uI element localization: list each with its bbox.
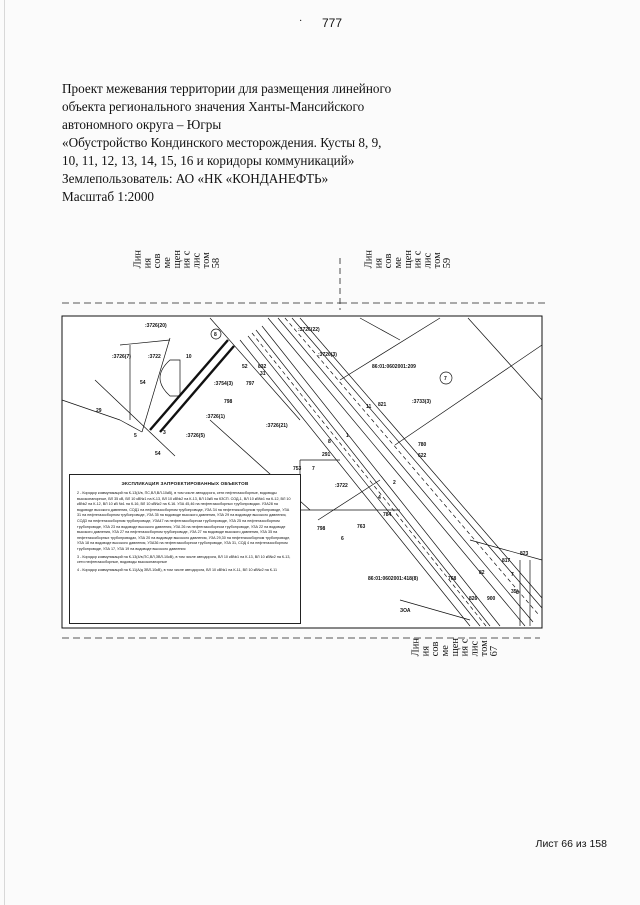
parcel-label: :3726(3)	[318, 352, 337, 358]
point-label: 6	[341, 536, 344, 542]
title-line: 10, 11, 12, 13, 14, 15, 16 и коридоры ко…	[62, 153, 355, 168]
point-label: 821	[378, 402, 387, 408]
page-number: 777	[322, 16, 343, 30]
parcel-label: :3722	[335, 483, 348, 489]
parcel-label: 86:01:0602001:418(8)	[368, 576, 418, 582]
point-label: 622	[418, 453, 427, 459]
point-label: 784	[383, 512, 392, 518]
point-label: 2	[393, 480, 396, 486]
point-label: 768	[448, 576, 457, 582]
parcel-label: :3726(22)	[298, 327, 320, 333]
corridor-line	[255, 329, 491, 627]
corridor-line	[239, 339, 471, 627]
boundary-line	[467, 317, 543, 401]
point-label: 7	[312, 466, 315, 472]
parcel-label: :3726(21)	[266, 423, 288, 429]
circle-label: 8	[214, 332, 217, 338]
branch-line	[141, 337, 171, 433]
corridor-line	[209, 317, 301, 421]
parcel-label: :3726(1)	[206, 414, 225, 420]
point-label: 753	[293, 466, 302, 472]
point-label: 54	[155, 451, 161, 457]
point-label: 826	[469, 596, 478, 602]
map-marker-label: ЗОА	[400, 608, 411, 614]
point-label: 29	[96, 408, 102, 414]
curved-parcel	[159, 359, 181, 397]
parcel-label: :3722	[148, 354, 161, 360]
parcel-label: :3733(3)	[412, 399, 431, 405]
point-label: 832	[258, 364, 267, 370]
point-label: 5	[134, 433, 137, 439]
title-line: Масштаб 1:2000	[62, 189, 155, 204]
title-line: автономного округа – Югры	[62, 117, 222, 132]
point-label: 780	[418, 442, 427, 448]
legend-box: ЭКСПЛИКАЦИЯ ЗАПРОЕКТИРОВАННЫХ ОБЪЕКТОВ 2…	[69, 474, 301, 624]
boundary-line	[94, 379, 176, 457]
title-block: Проект межевания территории для размещен…	[62, 80, 392, 206]
boundary-line	[317, 479, 381, 521]
point-label: 8	[516, 590, 519, 596]
point-label: 797	[246, 381, 255, 387]
corridor-line	[299, 317, 543, 599]
boundary-line	[61, 399, 121, 421]
parcel-label: :3726(7)	[112, 354, 131, 360]
legend-item: 2 - Коридор коммуникаций на К-13(4/в, ПС…	[77, 491, 291, 551]
title-line: Землепользователь: АО «НК «КОНДАНЕФТЬ»	[62, 171, 329, 186]
point-label: 54	[140, 380, 146, 386]
corridor-line	[261, 325, 501, 627]
sheet-footer: Лист 66 из 158	[535, 838, 607, 850]
point-label: 1	[346, 433, 349, 439]
point-label: 3	[163, 430, 166, 436]
point-label: 798	[317, 526, 326, 532]
boundary-line	[399, 599, 471, 621]
title-line: Проект межевания территории для размещен…	[62, 81, 392, 96]
page-edge	[4, 0, 5, 905]
corridor-line	[291, 317, 543, 609]
point-label: 7	[511, 572, 514, 578]
point-label: 817	[502, 558, 511, 564]
point-label: 52	[242, 364, 248, 370]
circle-marker	[439, 371, 453, 385]
boundary-line	[469, 539, 543, 561]
branch-line	[119, 339, 171, 346]
point-label: 900	[487, 596, 496, 602]
point-label: 291	[322, 452, 331, 458]
point-label: 4	[378, 495, 381, 501]
circle-marker	[210, 328, 222, 340]
point-label: 11	[366, 404, 372, 410]
point-label: 31	[260, 371, 266, 377]
branch-corridor	[149, 339, 229, 431]
title-line: объекта регионального значения Ханты-Ман…	[62, 99, 365, 114]
corridor-line	[267, 317, 526, 627]
boundary-line	[359, 317, 401, 341]
dashed-line	[284, 317, 539, 615]
point-label: 8	[328, 439, 331, 445]
title-line: «Обустройство Кондинского месторождения.…	[62, 135, 382, 150]
boundary-line	[339, 317, 441, 381]
point-label: 763	[357, 524, 366, 530]
circle-label: 7	[444, 376, 447, 382]
legend-item: 3 - Коридор коммуникаций на К-13(4/в,ПС,…	[77, 554, 291, 565]
page-dot: ·	[299, 16, 303, 27]
point-label: 798	[224, 399, 233, 405]
legend-title: ЭКСПЛИКАЦИЯ ЗАПРОЕКТИРОВАННЫХ ОБЪЕКТОВ	[121, 481, 249, 486]
boundary-line	[394, 344, 543, 446]
point-label: 35	[511, 589, 517, 595]
branch-line	[119, 419, 143, 433]
parcel-label: 86:01:0602001:209	[372, 364, 416, 370]
point-label: 10	[186, 354, 192, 360]
point-label: 82	[479, 570, 485, 576]
legend-item: 4 - Коридор коммуникаций на К-11(А/д ЗВЛ…	[77, 567, 277, 572]
point-label: 823	[520, 551, 529, 557]
corridor-line	[277, 317, 534, 623]
parcel-label: :3726(5)	[186, 433, 205, 439]
parcel-label: :3754(3)	[214, 381, 233, 387]
circle-markers	[210, 328, 453, 385]
parcel-label: :3726(20)	[145, 323, 167, 329]
branch-corridor	[159, 345, 235, 433]
corridor-line	[247, 335, 481, 627]
